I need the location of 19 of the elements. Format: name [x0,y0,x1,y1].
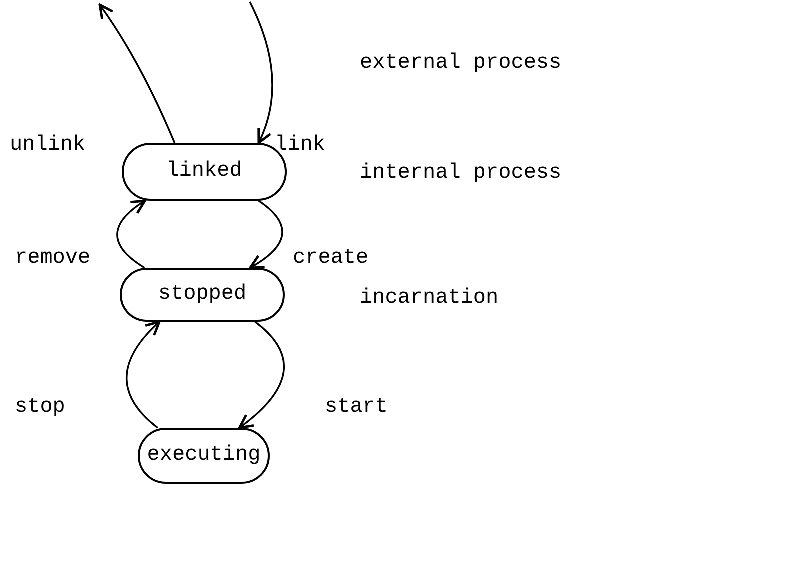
level-label: incarnation [360,286,499,312]
curved-arrow [116,200,146,269]
state-name: linked [166,159,242,186]
state-name: stopped [158,282,247,308]
edge-label: stop [15,395,66,421]
edge-label: create [293,246,369,272]
curved-arrow [98,4,176,144]
curved-arrow [126,320,161,429]
level-label: external process [360,51,562,77]
edge-label: unlink [10,133,86,159]
curved-arrow [238,321,285,430]
edge-label: link [275,133,326,159]
curved-arrow [249,200,284,270]
state-pill [120,268,285,322]
curved-arrow [249,2,274,144]
edge-label: remove [15,246,91,272]
state-name: executing [147,443,261,470]
edge-label: start [325,395,388,421]
level-label: internal process [360,161,562,187]
